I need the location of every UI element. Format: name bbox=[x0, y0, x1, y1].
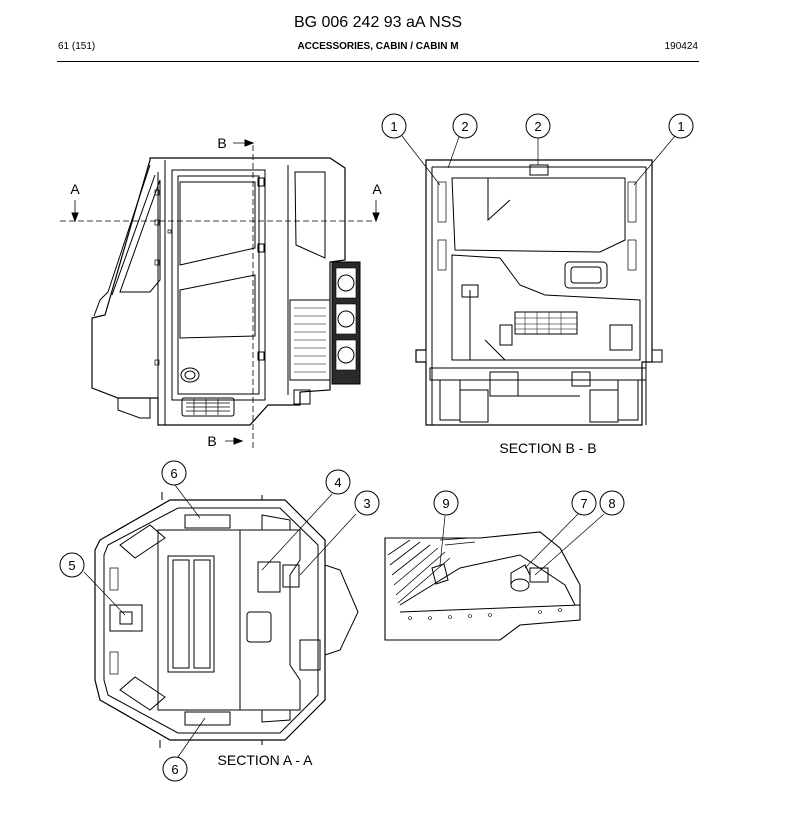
callout-number: 8 bbox=[608, 496, 615, 511]
callout-number: 6 bbox=[170, 466, 177, 481]
cut-label-b-top: B bbox=[217, 135, 226, 151]
callout-aa-6a bbox=[161, 460, 187, 486]
callout-det-8 bbox=[599, 490, 625, 516]
page-number: 61 (151) bbox=[58, 41, 96, 52]
callout-bb-1a bbox=[381, 113, 407, 139]
callout-number: 3 bbox=[363, 496, 370, 511]
callout-number: 2 bbox=[534, 119, 541, 134]
callout-aa-5 bbox=[59, 552, 85, 578]
callout-number: 5 bbox=[68, 558, 75, 573]
section-aa-caption: SECTION A - A bbox=[218, 752, 314, 768]
section-title: ACCESSORIES, CABIN / CABIN M bbox=[297, 41, 459, 52]
callouts bbox=[59, 113, 694, 782]
callout-bb-2b bbox=[525, 113, 551, 139]
callout-number: 1 bbox=[390, 119, 397, 134]
cut-label-b-bottom: B bbox=[207, 433, 216, 449]
section-aa-drawing bbox=[83, 484, 359, 758]
callout-det-7 bbox=[571, 490, 597, 516]
section-bb-drawing bbox=[415, 159, 663, 426]
callout-number: 6 bbox=[171, 762, 178, 777]
callout-bb-1b bbox=[668, 113, 694, 139]
callout-det-9 bbox=[433, 490, 459, 516]
section-bb-leaders bbox=[401, 135, 676, 186]
callout-number: 7 bbox=[580, 496, 587, 511]
section-bb-caption: SECTION B - B bbox=[499, 440, 596, 456]
callout-number: 1 bbox=[677, 119, 684, 134]
side-view-drawing bbox=[60, 139, 380, 450]
callout-number: 9 bbox=[442, 496, 449, 511]
callout-number: 4 bbox=[334, 475, 341, 490]
document-title: BG 006 242 93 aA NSS bbox=[293, 14, 463, 31]
callout-aa-3 bbox=[354, 490, 380, 516]
detail-drawing bbox=[384, 513, 605, 641]
cut-label-a-left: A bbox=[70, 181, 80, 197]
callout-bb-2a bbox=[452, 113, 478, 139]
cut-label-a-right: A bbox=[372, 181, 382, 197]
callout-aa-4 bbox=[325, 469, 351, 495]
header-rule bbox=[57, 61, 699, 62]
date-code: 190424 bbox=[664, 41, 698, 52]
callout-aa-6b bbox=[162, 756, 188, 782]
callout-number: 2 bbox=[461, 119, 468, 134]
